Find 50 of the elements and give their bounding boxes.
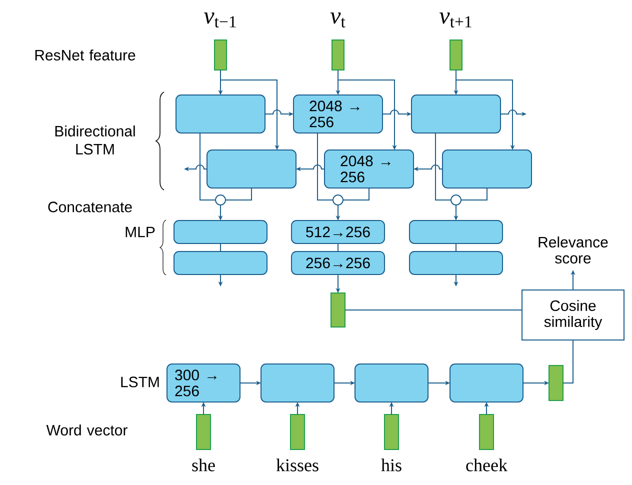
lstm-box: 300 → 256	[166, 364, 240, 402]
lstm-box	[354, 364, 428, 402]
feature-vector-bar	[196, 414, 211, 450]
word-label: his	[381, 458, 402, 472]
lstm-box	[442, 150, 532, 188]
lstm-box	[176, 94, 266, 134]
lstm-box	[206, 150, 296, 188]
connector-line	[342, 188, 370, 200]
word-label: kisses	[276, 458, 318, 472]
row-label: Bidirectional LSTM	[55, 126, 135, 154]
lstm-box	[260, 364, 334, 402]
connector-line	[460, 188, 488, 200]
word-label: cheek	[466, 458, 508, 472]
variable-label: v$_{t+1}$	[439, 12, 472, 28]
score-label: Relevance score	[538, 236, 608, 264]
connector-line	[435, 132, 452, 200]
mlp-box	[174, 220, 268, 244]
feature-vector-bar	[384, 414, 399, 450]
connector-line	[225, 188, 252, 200]
mlp-box: 256→256	[291, 251, 385, 275]
concat-circle	[332, 194, 344, 206]
connector-line	[220, 243, 221, 252]
word-label: she	[192, 458, 215, 472]
lstm-box	[450, 364, 524, 402]
lstm-box: 2048 → 256	[324, 150, 414, 188]
mlp-box: 512→256	[291, 220, 385, 244]
lstm-box: 2048 → 256	[293, 94, 383, 134]
variable-label: v$_{t}$	[330, 12, 346, 28]
feature-vector-bar	[332, 40, 344, 70]
mlp-box	[409, 251, 503, 275]
connector-line	[317, 132, 334, 200]
feature-vector-bar	[548, 365, 564, 401]
feature-vector-bar	[290, 414, 305, 450]
mlp-box	[174, 251, 268, 275]
connector-line	[200, 132, 216, 200]
feature-vector-bar	[450, 40, 462, 70]
similarity-box: Cosine similarity	[522, 290, 624, 340]
concat-circle	[450, 194, 462, 206]
feature-vector-bar	[479, 414, 494, 450]
concat-circle	[215, 194, 226, 206]
variable-label: v$_{t−1}$	[204, 12, 236, 28]
row-label: ResNet feature	[35, 50, 136, 60]
mlp-box	[409, 220, 503, 244]
connector-line	[562, 340, 574, 384]
row-label: MLP	[126, 226, 155, 238]
lstm-box	[411, 94, 501, 134]
feature-vector-bar	[330, 292, 346, 328]
row-label: Concatenate	[48, 202, 132, 212]
row-label: Word vector	[46, 424, 128, 436]
feature-vector-bar	[214, 40, 227, 70]
